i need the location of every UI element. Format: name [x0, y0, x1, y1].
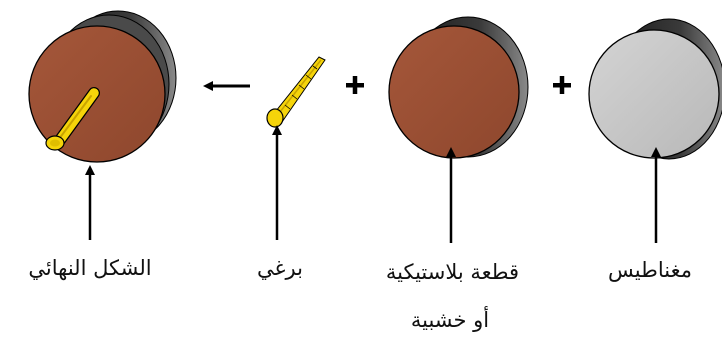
plus-sign-1	[346, 76, 364, 94]
magnet-label: مغناطيس	[608, 258, 692, 282]
screw-head	[266, 108, 284, 128]
plus-sign-2	[553, 76, 571, 94]
magnet-disc-front	[588, 29, 720, 159]
plastic-piece-label-line2: أو خشبية	[410, 308, 490, 332]
final-shape	[28, 10, 177, 163]
screw-label: برغي	[257, 256, 303, 280]
final-shape-screw	[45, 87, 100, 151]
plastic-piece-disc-front	[388, 25, 520, 159]
screw	[266, 56, 326, 128]
plastic-piece-label-line1: قطعة بلاستيكية	[385, 260, 520, 284]
plastic-piece	[388, 16, 529, 159]
magnet	[588, 18, 722, 160]
final-shape-label: الشكل النهائي	[28, 256, 152, 280]
